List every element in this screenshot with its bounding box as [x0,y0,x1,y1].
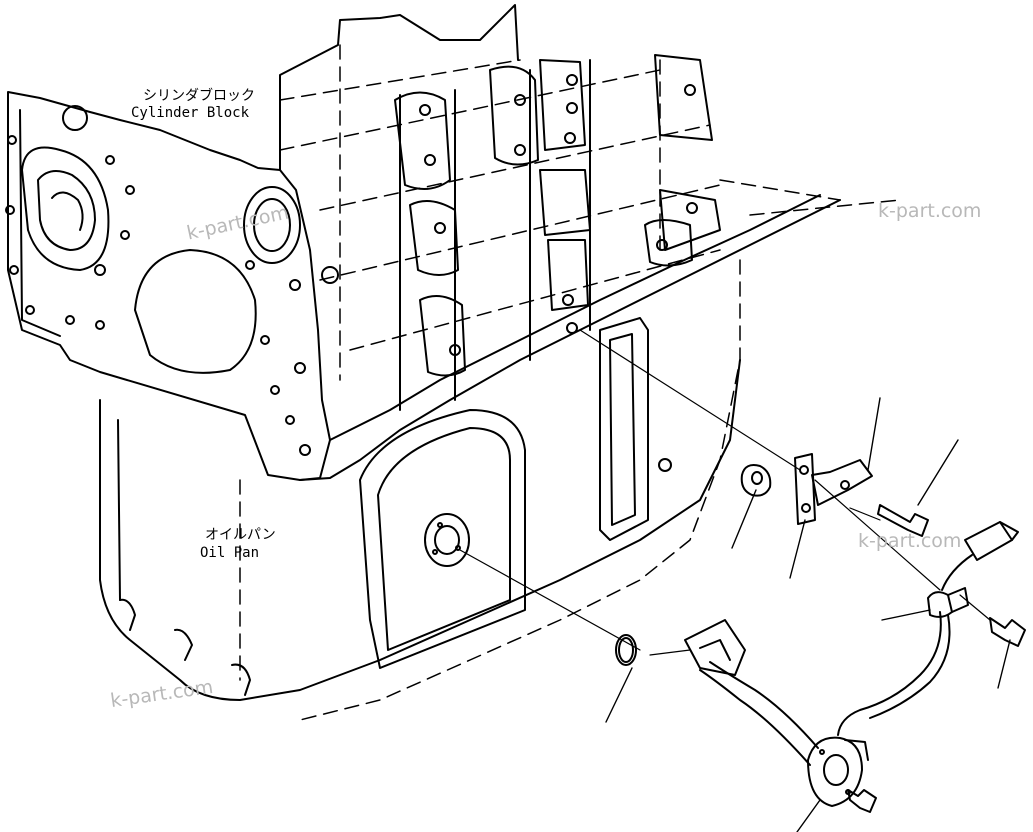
bolt-lower-right [989,617,1026,647]
sensor-flange [807,736,863,807]
oil-pan-outline [99,317,741,701]
sensor-parts [615,453,1026,813]
spacer [740,464,772,497]
cylinder-block-label-en: Cylinder Block [131,105,250,121]
cylinder-block-outline [5,4,901,721]
bolt-upper [877,504,929,537]
watermark: k-part.com [878,200,982,222]
oil-pan-label-en: Oil Pan [200,545,260,561]
o-ring [615,634,637,666]
watermark: k-part.com [858,530,962,552]
assembly-lines [459,329,991,656]
cylinder-block-label-jp: シリンダブロック [143,88,255,104]
bolt-bottom [847,789,877,813]
oil-pan-label-jp: オイルパン [205,527,276,543]
sensor-connector-left [684,619,746,676]
bracket [811,459,873,506]
leader-lines [605,397,1011,832]
mounting-plate [794,453,816,525]
